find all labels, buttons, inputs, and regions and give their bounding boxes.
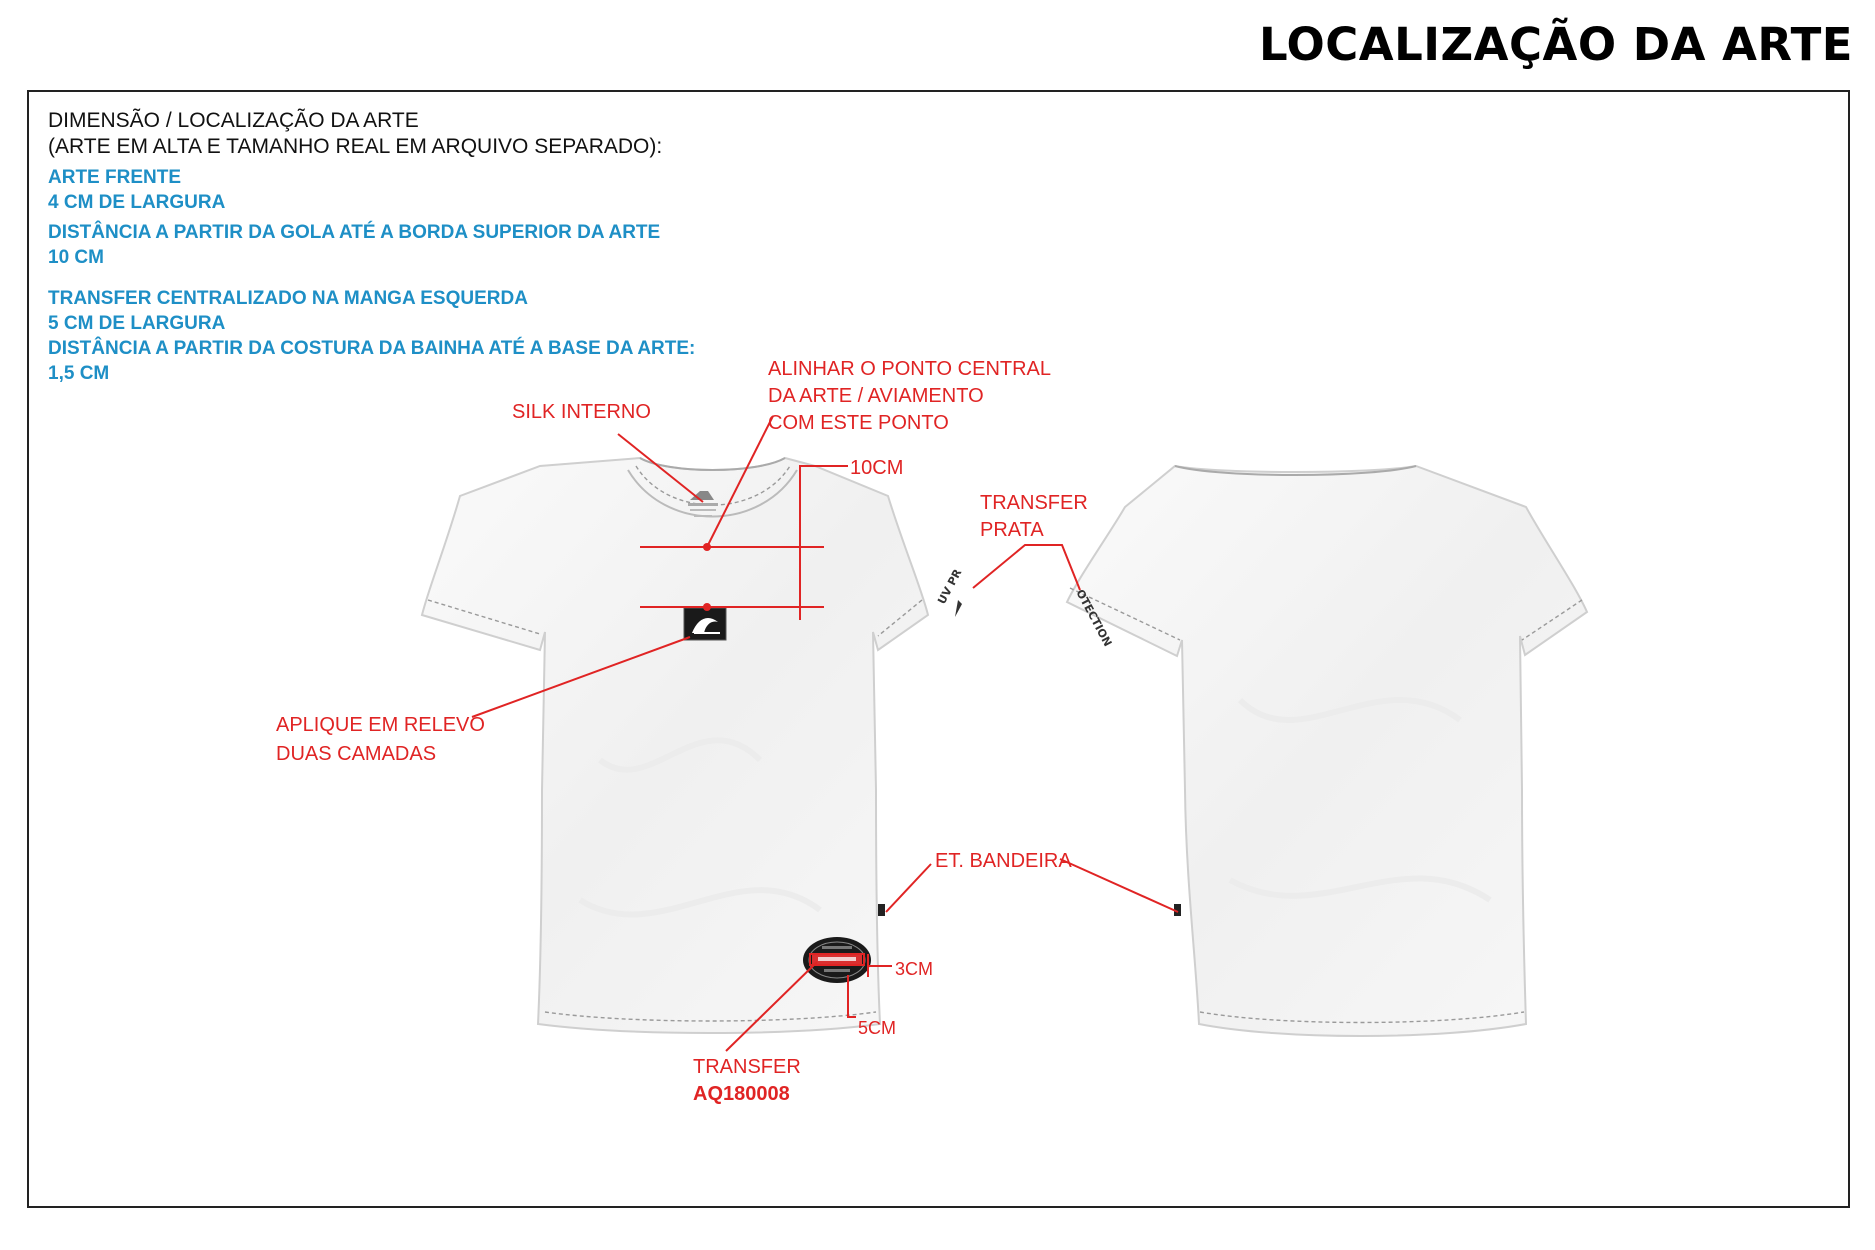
annotation-lines (471, 415, 1179, 1052)
spec-intro-line-1: DIMENSÃO / LOCALIZAÇÃO DA ARTE (48, 109, 419, 132)
dimension-10cm: 10CM (850, 457, 904, 479)
annotation-transfer-prata-line-2: PRATA (980, 519, 1044, 541)
spec-sleeve-transfer-width: 5 CM DE LARGURA (48, 313, 226, 334)
hem-transfer-badge (803, 937, 871, 983)
spec-front-art-title: ARTE FRENTE (48, 167, 181, 188)
spec-sleeve-distance-value: 1,5 CM (48, 363, 110, 384)
flag-label (878, 904, 885, 916)
annotation-alinhar-line-1: ALINHAR O PONTO CENTRAL (768, 358, 1052, 380)
spec-sleeve-distance-title: DISTÂNCIA A PARTIR DA COSTURA DA BAINHA … (48, 338, 696, 359)
quiksilver-logo-patch (683, 607, 727, 641)
spec-front-distance-title: DISTÂNCIA A PARTIR DA GOLA ATÉ A BORDA S… (48, 222, 661, 243)
document-frame (27, 90, 1850, 1208)
annotation-alinhar-line-3: COM ESTE PONTO (768, 412, 949, 434)
front-tshirt: UV PR (420, 456, 965, 1034)
inner-silk-label (688, 491, 718, 517)
spec-intro-line-2: (ARTE EM ALTA E TAMANHO REAL EM ARQUIVO … (48, 135, 663, 158)
spec-front-art-width: 4 CM DE LARGURA (48, 192, 226, 213)
annotation-aplique-line-1: APLIQUE EM RELEVO (276, 714, 485, 736)
dimension-3cm: 3CM (895, 959, 934, 979)
page-title: LOCALIZAÇÃO DA ARTE (1258, 18, 1853, 71)
annotation-aplique-line-2: DUAS CAMADAS (276, 743, 437, 765)
spec-front-distance-value: 10 CM (48, 247, 104, 268)
sleeve-transfer-front: UV PR (935, 566, 964, 606)
dimension-5cm: 5CM (858, 1018, 897, 1038)
annotation-transfer-code: AQ180008 (693, 1083, 790, 1105)
back-tshirt: OTECTION (1065, 464, 1589, 1037)
flag-label-back (1174, 904, 1181, 916)
annotation-alinhar-line-2: DA ARTE / AVIAMENTO (768, 385, 984, 407)
spec-block: DIMENSÃO / LOCALIZAÇÃO DA ARTE (ARTE EM … (48, 108, 948, 386)
annotation-transfer-prata-line-1: TRANSFER (980, 492, 1088, 514)
annotation-et-bandeira: ET. BANDEIRA (935, 850, 1072, 872)
annotation-silk-interno: SILK INTERNO (512, 401, 651, 423)
annotation-transfer-label: TRANSFER (693, 1056, 801, 1078)
spec-sleeve-transfer-title: TRANSFER CENTRALIZADO NA MANGA ESQUERDA (48, 288, 528, 309)
